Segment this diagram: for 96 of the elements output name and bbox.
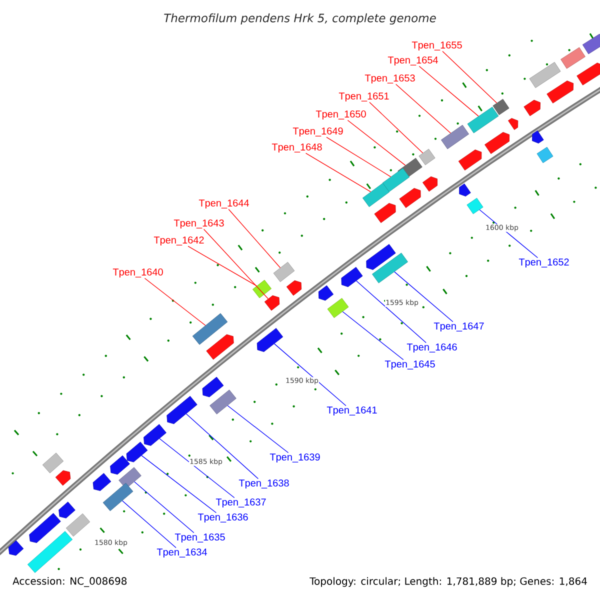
leader-line [369,102,424,154]
gene-block [467,106,499,134]
leader-line [342,311,404,360]
gene-block [582,34,600,54]
leader-line [228,208,281,268]
gene-label: Tpen_1649 [292,127,343,137]
gene-block [118,467,142,489]
gene-label: Tpen_1655 [412,41,462,51]
accession-note: Accession: NC_008698 [12,577,127,587]
gene-block [318,285,334,301]
gene-block [264,295,280,311]
gene-label: Tpen_1645 [384,360,435,370]
leader-line [356,280,426,344]
gene-label: Tpen_1640 [112,268,163,278]
gene-block [29,513,61,543]
gene-block [508,118,518,130]
gene-label: Tpen_1637 [216,498,266,508]
gene-block [66,513,90,537]
gene-label: Tpen_1634 [156,548,207,558]
leader-line [122,500,176,548]
gene-block [418,148,436,166]
gene-label: Tpen_1651 [338,92,389,102]
leader-line [305,152,372,192]
gene-label: Tpen_1647 [434,322,484,332]
gene-block [492,98,510,116]
gene-block [166,396,198,424]
gene-label: Tpen_1638 [238,479,289,489]
gene-label: Tpen_1642 [154,236,204,246]
leader-line [186,414,259,480]
gene-block [192,313,228,345]
gene-block [362,182,390,208]
leader-line [418,66,479,117]
gene-label: Tpen_1641 [326,406,377,416]
gene-block [102,482,134,512]
gene-block [546,80,574,104]
gene-block [576,62,600,86]
gene-block [524,100,540,116]
gene-block [210,390,236,414]
gene-block [58,502,76,518]
leader-line [188,246,258,286]
gene-label: Tpen_1635 [174,533,225,543]
title: Thermofilum pendens Hrk 5, complete genome [164,13,436,25]
gene-block [256,328,284,352]
gene-block [374,203,396,223]
leader-line [144,278,206,326]
gene-block [286,280,302,296]
gene-block [422,176,438,192]
gene-block [560,47,586,69]
gene-label: Tpen_1650 [316,110,366,120]
gene-block [366,244,396,270]
gene-label: Tpen_1646 [406,343,457,353]
gene-block [341,266,363,288]
leader-line [394,271,454,322]
gene-block [202,376,224,398]
gene-block [484,132,510,154]
leader-line [203,228,268,300]
gene-block [42,452,64,474]
gene-block [144,424,166,446]
gene-label: Tpen_1654 [388,56,438,66]
gene-label: Tpen_1639 [270,453,320,463]
leader-line [396,84,451,134]
leader-line [134,481,194,534]
leader-line [141,455,217,514]
gene-block [273,262,295,282]
gene-block [536,146,554,164]
leader-line [274,343,346,406]
genome-info-note: Topology: circular; Length: 1,781,889 bp; Genes: 1,864 [310,577,587,587]
gene-label: Tpen_1652 [518,258,569,268]
gene-block [110,455,130,475]
gene-label: Tpen_1648 [272,143,322,153]
leader-line [442,50,498,104]
gene-block [92,473,112,491]
gene-block [327,298,349,318]
leader-line [326,136,392,178]
gene-block [126,442,148,462]
gene-block [399,188,421,208]
leader-line [227,405,289,454]
gene-label: Tpen_1644 [198,199,249,209]
gene-block [529,62,561,88]
leader-line [159,438,235,498]
gene-block [459,184,471,196]
gene-label: Tpen_1643 [174,219,224,229]
gene-block [8,540,24,556]
gene-block [458,150,482,170]
gene-block [27,531,73,573]
gene-block [55,470,71,486]
gene-block [466,198,484,214]
gene-block [532,130,544,144]
gene-label: Tpen_1636 [198,513,248,523]
gene-label: Tpen_1653 [364,74,415,84]
gene-block [206,334,234,360]
gene-block [382,168,410,192]
leader-line [347,120,406,166]
gene-block [252,280,272,298]
gene-block [441,124,470,150]
gene-block [372,252,408,284]
